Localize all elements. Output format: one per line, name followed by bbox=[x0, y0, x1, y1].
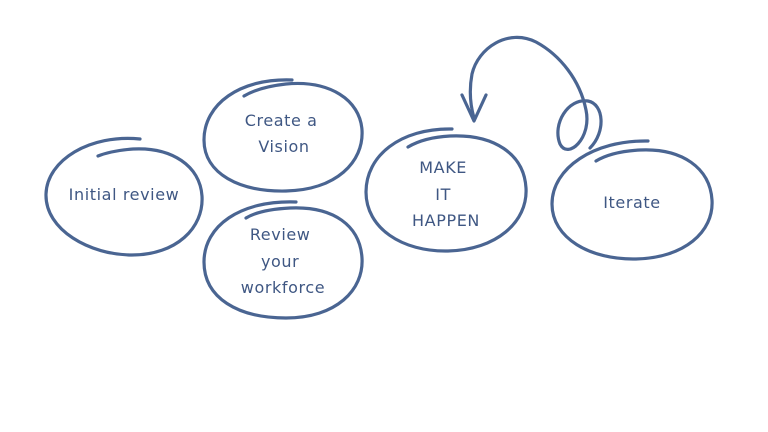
node-text-line: Vision bbox=[258, 137, 309, 156]
node-loop-review-workforce bbox=[202, 200, 364, 320]
node-loop-iterate bbox=[550, 139, 714, 261]
node-text-line: HAPPEN bbox=[412, 211, 480, 230]
node-label-create-vision: Create a Vision bbox=[245, 111, 324, 156]
node-loop-initial-review bbox=[44, 136, 204, 257]
node-label-make-it-happen: MAKE IT HAPPEN bbox=[412, 158, 480, 230]
node-text-line: MAKE bbox=[419, 158, 467, 177]
node-text-line: IT bbox=[435, 185, 451, 204]
node-label-initial-review: Initial review bbox=[69, 185, 180, 204]
node-loop-make-it-happen bbox=[364, 127, 528, 253]
node-text-line: workforce bbox=[241, 278, 325, 297]
node-iterate: Iterate bbox=[550, 139, 714, 261]
node-make-it-happen: MAKE IT HAPPEN bbox=[364, 127, 528, 253]
node-text-line: your bbox=[261, 252, 299, 271]
arrowhead bbox=[460, 93, 488, 123]
node-review-workforce: Review your workforce bbox=[202, 200, 364, 320]
node-text-line: Initial review bbox=[69, 185, 180, 204]
node-initial-review: Initial review bbox=[44, 136, 204, 257]
curved-arrow-icon bbox=[460, 35, 603, 151]
node-loop-create-vision bbox=[202, 78, 364, 193]
node-label-iterate: Iterate bbox=[603, 193, 661, 212]
arrow-path bbox=[468, 35, 603, 151]
node-text-line: Review bbox=[250, 225, 311, 244]
node-label-review-workforce: Review your workforce bbox=[241, 225, 325, 297]
node-text-line: Iterate bbox=[603, 193, 661, 212]
node-text-line: Create a bbox=[245, 111, 318, 130]
node-create-vision: Create a Vision bbox=[202, 78, 364, 193]
